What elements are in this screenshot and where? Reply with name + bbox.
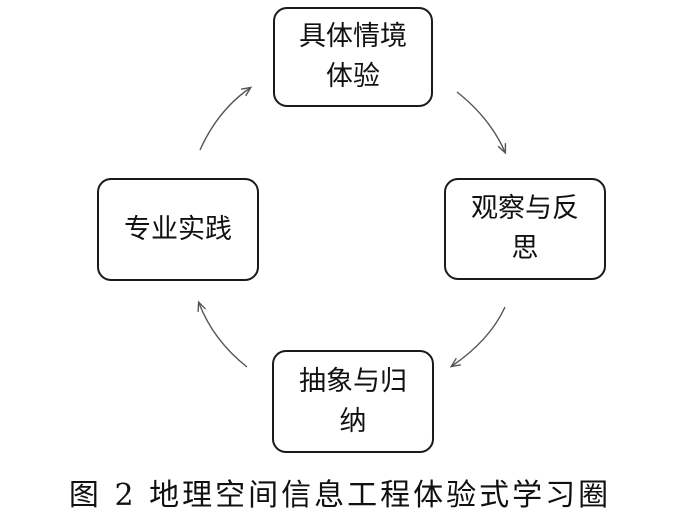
node-abstraction-induction: 抽象与归纳 [272, 350, 434, 453]
node-professional-practice-label: 专业实践 [124, 213, 232, 245]
node-concrete-experience: 具体情境体验 [273, 7, 433, 107]
arrow-bottom-to-left [197, 300, 248, 368]
arrow-top-to-right [456, 91, 507, 155]
node-observation-reflection: 观察与反思 [444, 178, 606, 280]
node-concrete-experience-label: 具体情境体验 [299, 21, 407, 92]
arrow-left-to-top [199, 86, 253, 151]
node-abstraction-induction-label: 抽象与归纳 [299, 365, 407, 437]
arrow-right-to-bottom [449, 306, 506, 368]
node-observation-reflection-label: 观察与反思 [471, 193, 579, 264]
figure-caption: 图 2 地理空间信息工程体验式学习圈 [68, 478, 612, 513]
cycle-arrows [197, 86, 507, 368]
node-professional-practice: 专业实践 [97, 178, 259, 281]
learning-cycle-diagram: 具体情境体验 观察与反思 抽象与归纳 专业实践 [97, 7, 606, 453]
